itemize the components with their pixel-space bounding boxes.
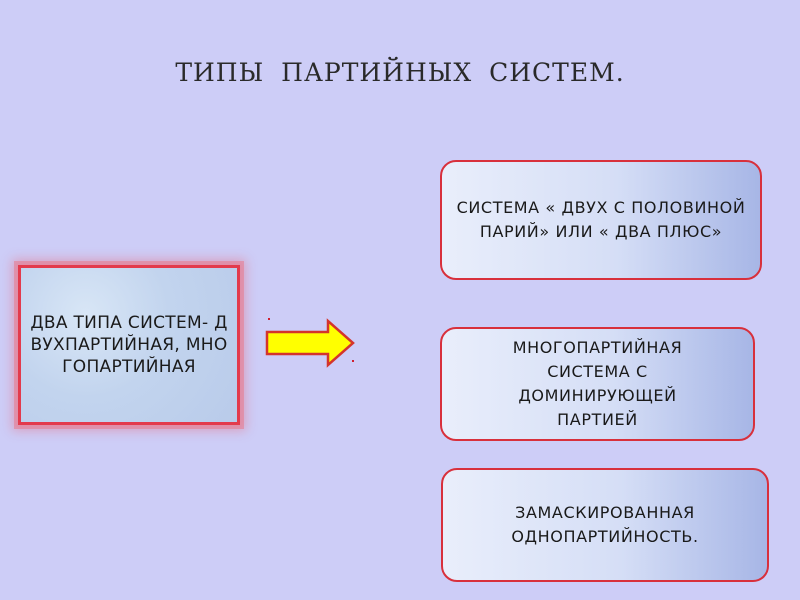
dominant-party-text: МНОГОПАРТИЙНАЯ СИСТЕМА С ДОМИНИРУЮЩЕЙ ПА… bbox=[512, 338, 683, 429]
decor-dot bbox=[268, 318, 270, 320]
two-and-half-party-box: СИСТЕМА « ДВУХ С ПОЛОВИНОЙ ПАРИЙ» ИЛИ « … bbox=[440, 160, 762, 280]
disguised-one-party-text: ЗАМАСКИРОВАННАЯ ОДНОПАРТИЙНОСТЬ. bbox=[511, 503, 699, 546]
decor-dot bbox=[352, 360, 354, 362]
right-arrow-icon bbox=[265, 318, 355, 368]
slide-title: ТИПЫ ПАРТИЙНЫХ СИСТЕМ. bbox=[175, 58, 625, 87]
two-types-text: ДВА ТИПА СИСТЕМ- ДВУХПАРТИЙНАЯ, МНОГОПАР… bbox=[30, 313, 228, 377]
two-types-box: ДВА ТИПА СИСТЕМ- ДВУХПАРТИЙНАЯ, МНОГОПАР… bbox=[18, 265, 240, 425]
dominant-party-box: МНОГОПАРТИЙНАЯ СИСТЕМА С ДОМИНИРУЮЩЕЙ ПА… bbox=[440, 327, 755, 441]
two-and-half-party-text: СИСТЕМА « ДВУХ С ПОЛОВИНОЙ ПАРИЙ» ИЛИ « … bbox=[456, 198, 746, 241]
disguised-one-party-box: ЗАМАСКИРОВАННАЯ ОДНОПАРТИЙНОСТЬ. bbox=[441, 468, 769, 582]
